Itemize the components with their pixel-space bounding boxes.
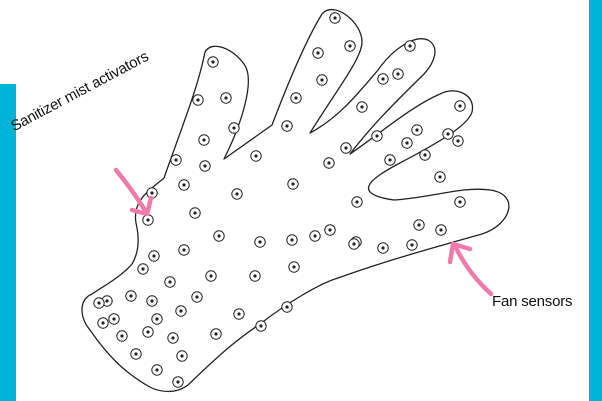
sanitizer-arrow-icon — [113, 167, 154, 217]
sensor-dot-icon — [146, 295, 158, 307]
sensor-dot-icon — [116, 330, 128, 342]
sensor-dot-icon — [371, 130, 383, 142]
sensor-dot-icon — [454, 100, 466, 112]
sensor-dot-icon — [170, 154, 182, 166]
sensor-dot-icon — [220, 92, 232, 104]
left-accent-bar — [0, 84, 16, 401]
sensor-dot-icon — [312, 47, 324, 59]
fan-sensors-label: Fan sensors — [492, 293, 573, 310]
sensor-dot-icon — [377, 242, 389, 254]
sensor-dot-icon — [249, 270, 261, 282]
sensor-dot-icon — [231, 188, 243, 200]
sensor-dot-icon — [434, 171, 446, 183]
sensor-dot-icon — [288, 261, 300, 273]
sensor-dot-icon — [411, 124, 423, 136]
sensor-dot-icon — [151, 313, 163, 325]
sensor-dot-icon — [351, 196, 363, 208]
sensor-dot-icon — [356, 101, 368, 113]
sensor-dot-icon — [377, 73, 389, 85]
sensor-dot-icon — [287, 178, 299, 190]
sensor-dot-icon — [323, 157, 335, 169]
fan-arrow-icon — [447, 241, 494, 297]
sensor-dot-icon — [348, 238, 360, 250]
sensor-dot-icon — [207, 56, 219, 68]
sensor-dot-icon — [172, 376, 184, 388]
sensor-dot-icon — [406, 239, 418, 251]
sensor-dot-icon — [435, 224, 447, 236]
sensor-dot-icon — [178, 244, 190, 256]
sensor-dot-icon — [213, 230, 225, 242]
sensor-dot-icon — [255, 320, 267, 332]
sensor-dot-icon — [151, 364, 163, 376]
sensor-dot-icon — [176, 350, 188, 362]
sensor-dot-icon — [108, 313, 120, 325]
sensor-dot-icon — [97, 317, 109, 329]
sensor-dot-icon — [286, 234, 298, 246]
sensor-dot-icon — [281, 301, 293, 313]
sensor-dot-icon — [316, 74, 328, 86]
sensor-dot-icon — [142, 326, 154, 338]
sensor-dot-icon — [340, 142, 352, 154]
sensor-dot-icon — [146, 187, 158, 199]
sensor-dot-icon — [205, 270, 217, 282]
glove-outline — [81, 8, 510, 393]
sensor-dot-icon — [167, 332, 179, 344]
sensor-dot-icon — [192, 94, 204, 106]
sensor-dot-icon — [419, 149, 431, 161]
sensor-dot-icon — [189, 207, 201, 219]
sensor-dot-icon — [392, 68, 404, 80]
sensor-dot-icon — [137, 263, 149, 275]
sensor-dot-icon — [164, 276, 176, 288]
sensor-dot-icon — [329, 12, 341, 24]
sensor-dot-icon — [175, 305, 187, 317]
sensor-dot-icon — [178, 179, 190, 191]
sensor-dot-icon — [309, 230, 321, 242]
sensor-dot-icon — [254, 236, 266, 248]
sensor-dot-icon — [130, 348, 142, 360]
sensor-dot-icon — [198, 134, 210, 146]
sensor-dot-icon — [413, 219, 425, 231]
sensor-dot-icon — [250, 150, 262, 162]
sensor-dot-icon — [93, 297, 105, 309]
sensor-dot-icon — [290, 92, 302, 104]
sensor-dot-icon — [233, 308, 245, 320]
sensor-dot-icon — [401, 137, 413, 149]
sensor-dot-icon — [384, 154, 396, 166]
sensor-dot-icon — [125, 290, 137, 302]
sensor-dot-icon — [442, 128, 454, 140]
sensor-dot-icon — [404, 40, 416, 52]
sensor-dot-icon — [210, 328, 222, 340]
sensor-dot-icon — [344, 40, 356, 52]
sensor-dot-icon — [228, 122, 240, 134]
sensor-dot-icon — [142, 214, 154, 226]
sensor-dot-icon — [324, 224, 336, 236]
sensor-dot-icon — [199, 160, 211, 172]
right-accent-bar — [589, 0, 602, 401]
sensor-dots — [93, 12, 466, 388]
sensor-dot-icon — [452, 135, 464, 147]
sensor-dot-icon — [281, 120, 293, 132]
sensor-dot-icon — [148, 250, 160, 262]
sensor-dot-icon — [454, 196, 466, 208]
sensor-dot-icon — [191, 291, 203, 303]
